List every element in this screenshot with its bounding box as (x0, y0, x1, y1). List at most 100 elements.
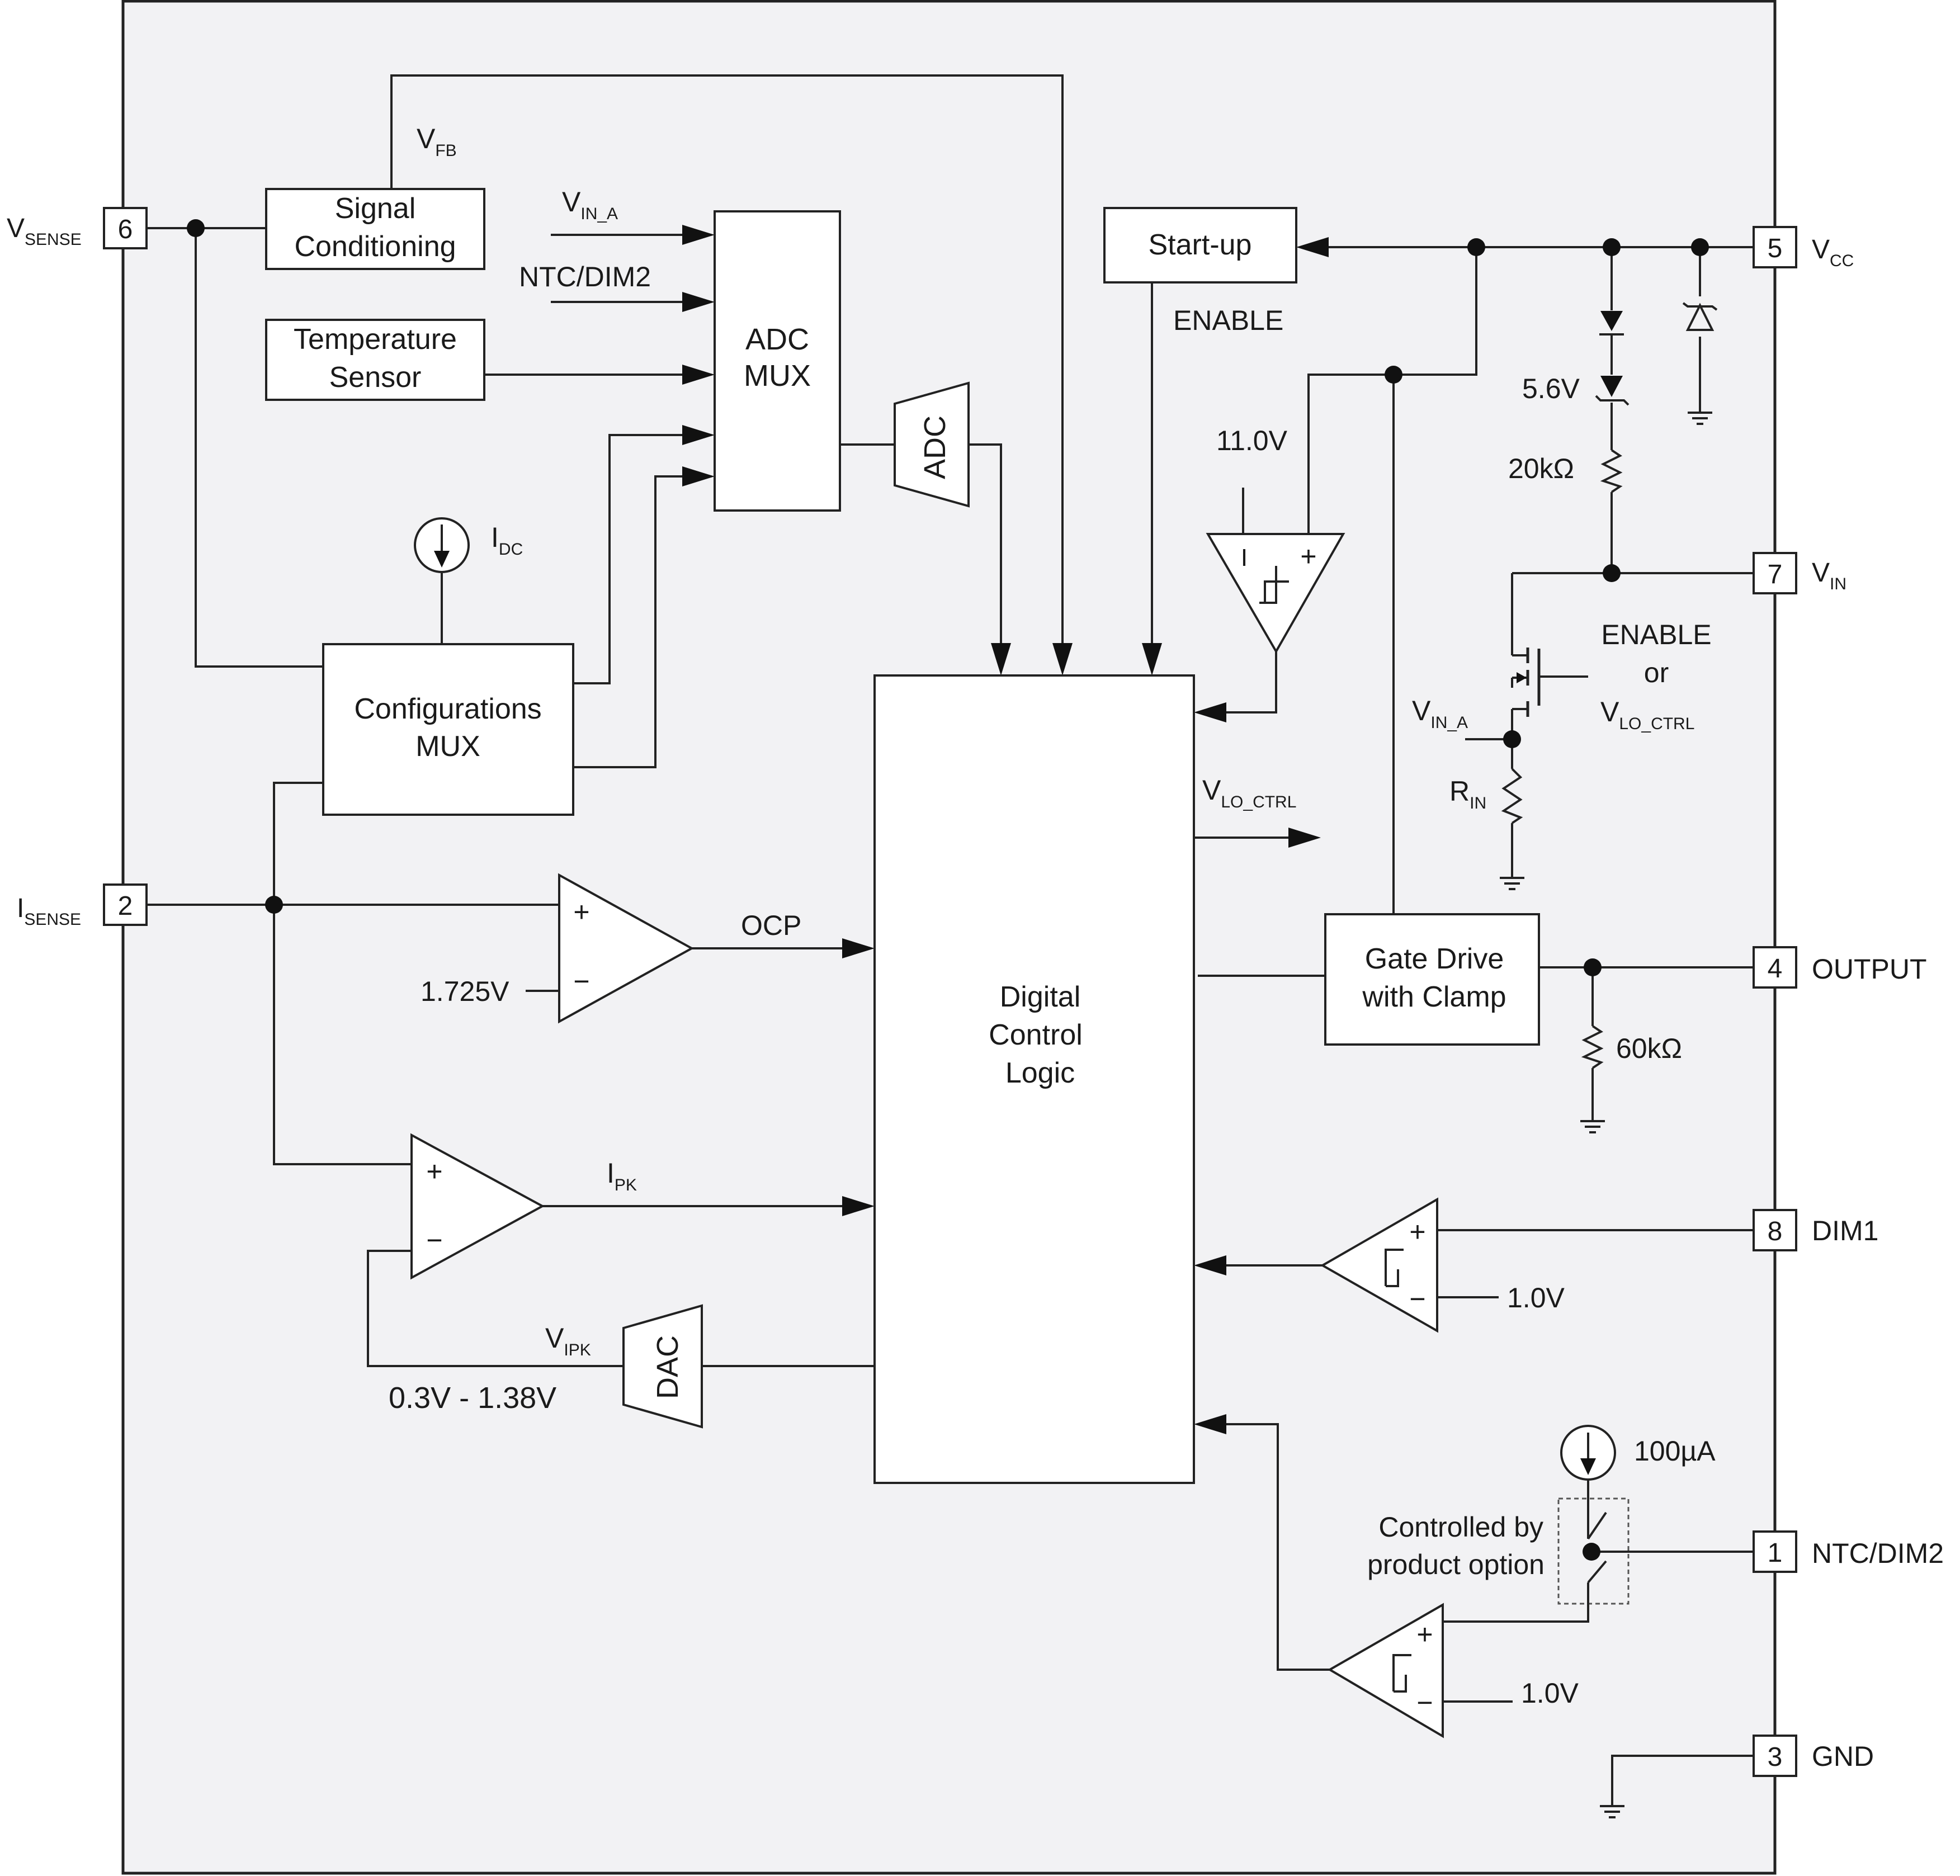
start-up-block: Start-up (1103, 207, 1297, 283)
mosfet-icon (1512, 648, 1541, 717)
signal-conditioning-line2: Conditioning (294, 230, 456, 263)
ipk-comparator-plus: + (426, 1156, 442, 1187)
pin-isense-name: ISENSE (17, 894, 81, 929)
configurations-mux-line2: MUX (415, 730, 480, 763)
signal-conditioning-block: Signal Conditioning (265, 188, 485, 270)
uvlo-comparator: I + (1206, 533, 1345, 654)
vipk-label: VIPK (545, 1322, 591, 1359)
pin-vsense-number: 6 (118, 215, 133, 244)
uvlo-hysteresis-icon (1259, 566, 1289, 604)
pin-gnd-number: 3 (1768, 1742, 1783, 1772)
ocp-label: OCP (741, 910, 801, 941)
adc-block: ADC (894, 381, 970, 508)
vfb-label: VFB (417, 123, 457, 160)
pin-vcc-number: 5 (1768, 234, 1783, 263)
digital-control-logic-line1: Digital (1000, 981, 1081, 1013)
enable-top-label: ENABLE (1173, 305, 1283, 336)
pin-ntc-dim2-number: 1 (1768, 1538, 1783, 1568)
wires (147, 74, 1754, 1795)
temperature-sensor-line2: Sensor (329, 361, 422, 394)
enable-or-line1: ENABLE (1601, 619, 1711, 650)
resistor-60k-icon (1581, 1025, 1604, 1069)
diode-icon (1599, 311, 1624, 335)
dac-block: DAC (622, 1304, 703, 1429)
zener-diode-5v6-icon (1595, 376, 1630, 406)
resistor-20k-icon (1600, 449, 1623, 493)
dim1-comparator-plus: + (1409, 1216, 1425, 1247)
uvlo-comparator-inverting-mark: I (1241, 544, 1248, 571)
ocp-comparator-plus: + (573, 896, 589, 928)
configurations-mux-block: Configurations MUX (322, 643, 574, 816)
configurations-mux-line1: Configurations (354, 693, 541, 725)
digital-control-logic-line2: Control (989, 1019, 1083, 1051)
signal-labels: VFB VIN_A NTC/DIM2 IDC ENABLE 11.0V 5.6V… (389, 123, 1716, 1709)
v56-label: 5.6V (1522, 373, 1580, 404)
v10-ntc-label: 1.0V (1521, 1677, 1579, 1709)
gate-drive-line1: Gate Drive (1365, 943, 1504, 975)
gate-drive-block: Gate Drive with Clamp (1324, 913, 1540, 1046)
v11-label: 11.0V (1216, 425, 1288, 456)
vlo-ctrl-mid-label: VLO_CTRL (1202, 774, 1296, 811)
option-switch (1557, 1497, 1630, 1605)
v1725-label: 1.725V (421, 976, 509, 1007)
idc-current-source-icon (414, 517, 470, 573)
resistor-rin-icon (1501, 768, 1523, 824)
pin-ntc-dim2: 1 NTC/DIM2 (1753, 1530, 1944, 1573)
pin-vcc-name: VCC (1812, 235, 1854, 270)
dim1-comparator: + − (1320, 1197, 1438, 1333)
pin-dim1-name: DIM1 (1812, 1215, 1878, 1246)
ntc-comparator: + − (1328, 1603, 1444, 1738)
pin-vsense-name: VSENSE (7, 214, 82, 249)
arrowheads (682, 225, 1329, 1434)
adc-mux-line1: ADC (745, 323, 809, 356)
dim1-comparator-minus: − (1409, 1283, 1425, 1315)
temperature-sensor-line1: Temperature (294, 323, 457, 356)
ntc-comparator-plus: + (1416, 1619, 1433, 1650)
ipk-comparator: + − (410, 1133, 545, 1280)
vlo-ctrl-right-label: VLO_CTRL (1600, 696, 1694, 733)
dim1-hysteresis-icon (1385, 1249, 1404, 1287)
temperature-sensor-block: Temperature Sensor (265, 319, 485, 401)
r20k-label: 20kΩ (1508, 453, 1574, 484)
pin-dim1: 8 DIM1 (1753, 1209, 1878, 1251)
rin-label: RIN (1449, 776, 1486, 812)
vipk-range-label: 0.3V - 1.38V (389, 1381, 556, 1415)
pin-vin-name: VIN (1812, 558, 1846, 593)
pin-output: 4 OUTPUT (1753, 946, 1927, 989)
pin-gnd-name: GND (1812, 1741, 1874, 1772)
pin-vsense: 6 VSENSE (7, 207, 148, 249)
zener-clamp-vcc-icon (1682, 302, 1718, 331)
uvlo-comparator-plus: + (1300, 541, 1316, 572)
adc-mux-block: ADC MUX (714, 210, 841, 512)
pin-vcc: 5 VCC (1753, 226, 1854, 270)
v10-dim1-label: 1.0V (1507, 1282, 1565, 1313)
pin-output-name: OUTPUT (1812, 953, 1927, 985)
pin-isense-number: 2 (118, 891, 133, 921)
ipk-comparator-minus: − (426, 1225, 442, 1256)
digital-control-logic-block: Digital Control Logic (873, 674, 1195, 1484)
r60k-label: 60kΩ (1616, 1033, 1682, 1064)
pin-vin: 7 VIN (1753, 552, 1846, 594)
ntc-comparator-minus: − (1416, 1687, 1433, 1718)
dac-label: DAC (651, 1335, 684, 1399)
pin-isense: 2 ISENSE (17, 883, 148, 929)
pin-output-number: 4 (1768, 954, 1783, 984)
signal-conditioning-line1: Signal (335, 192, 416, 225)
ipk-label: IPK (607, 1157, 637, 1194)
enable-or-line2: or (1644, 657, 1669, 688)
ocp-comparator: + − (558, 873, 695, 1024)
gate-drive-line2: with Clamp (1362, 981, 1506, 1013)
start-up-label: Start-up (1149, 229, 1252, 261)
controlled-by-line1: Controlled by (1378, 1511, 1543, 1543)
vin-a-mid-label: VIN_A (1412, 695, 1468, 732)
controlled-by-line2: product option (1367, 1549, 1545, 1580)
ntc-hysteresis-icon (1392, 1654, 1411, 1693)
vin-a-top-label: VIN_A (562, 186, 618, 223)
ntc-dim2-input-label: NTC/DIM2 (519, 261, 651, 292)
ocp-comparator-minus: − (573, 966, 589, 997)
idc-label: IDC (491, 522, 523, 559)
pin-ntc-dim2-name: NTC/DIM2 (1812, 1538, 1944, 1569)
i100u-label: 100µA (1634, 1435, 1716, 1467)
pin-gnd: 3 GND (1753, 1735, 1874, 1777)
